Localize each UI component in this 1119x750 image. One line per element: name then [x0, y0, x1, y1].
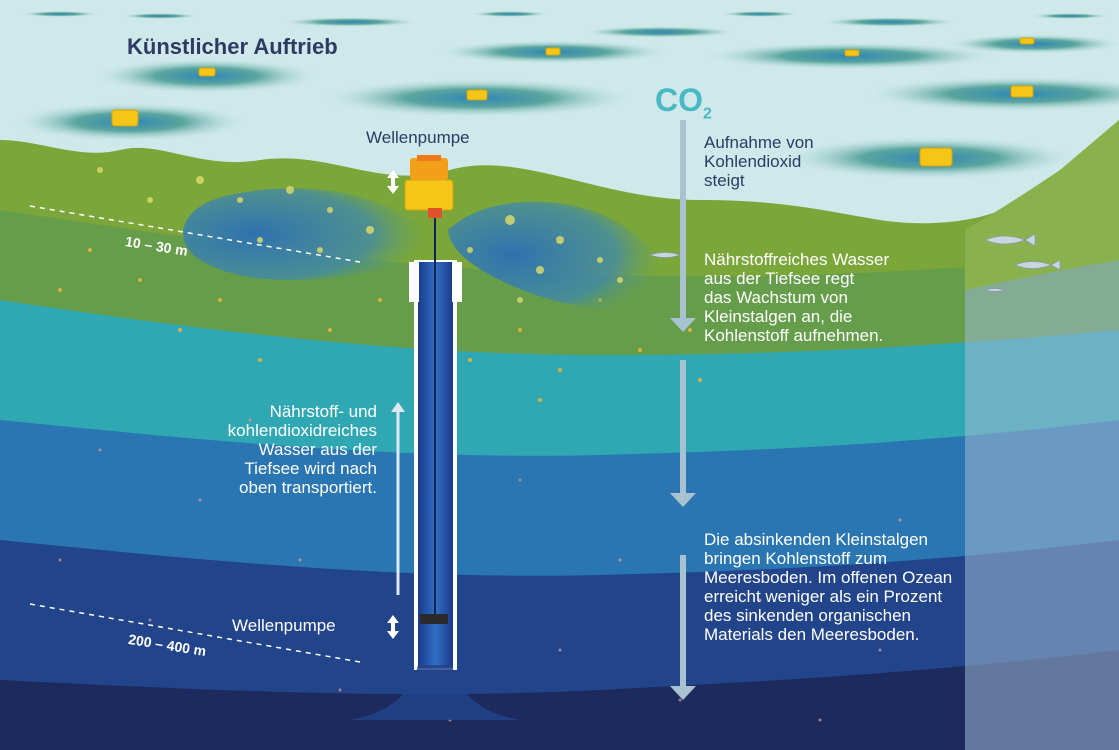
down-arrow-icon — [670, 120, 696, 700]
uptake-line: steigt — [704, 171, 745, 190]
transport-line: Tiefsee wird nach — [244, 459, 377, 478]
transport-line: Wasser aus der — [258, 440, 377, 459]
sinking-label: Die absinkenden Kleinstalgen bringen Koh… — [704, 530, 952, 644]
co2-main: CO — [655, 82, 703, 118]
co2-subscript: 2 — [703, 105, 712, 123]
nutrient-label: Nährstoffreiches Wasser aus der Tiefsee … — [704, 250, 889, 345]
nutrient-line: Kleinstalgen an, die — [704, 307, 853, 326]
transport-line: Nährstoff- und — [269, 402, 377, 421]
wave-pump-icon — [350, 155, 520, 720]
nutrient-line: Kohlenstoff aufnehmen. — [704, 326, 884, 345]
uptake-line: Kohlendioxid — [704, 152, 802, 171]
plankton-plume-right — [448, 201, 662, 309]
sinking-line: Die absinkenden Kleinstalgen — [704, 530, 928, 549]
plankton-icon — [97, 167, 623, 303]
diagram-title: Künstlicher Auftrieb — [127, 34, 338, 59]
double-arrow-icon — [387, 170, 399, 639]
buoy-icon — [111, 37, 1035, 167]
co2-label: CO2 — [655, 82, 712, 123]
particles-deep — [58, 418, 902, 722]
cutaway-top — [965, 120, 1119, 290]
sinking-line: Materials den Meeresboden. — [704, 625, 920, 644]
nutrient-line: aus der Tiefsee regt — [704, 269, 855, 288]
nutrient-line: Nährstoffreiches Wasser — [704, 250, 890, 269]
transport-line: oben transportiert. — [239, 478, 377, 497]
sinking-line: bringen Kohlenstoff zum — [704, 549, 888, 568]
plankton-plume-left — [183, 188, 425, 280]
pump-top-label: Wellenpumpe — [366, 128, 470, 147]
uptake-line: Aufnahme von — [704, 133, 814, 152]
nutrient-line: das Wachstum von — [704, 288, 848, 307]
transport-line: kohlendioxidreiches — [227, 421, 377, 440]
sinking-line: erreicht weniger als ein Prozent — [704, 587, 943, 606]
pump-bottom-label: Wellenpumpe — [232, 616, 336, 635]
sinking-line: Meeresboden. Im offenen Ozean — [704, 568, 953, 587]
up-arrow-icon — [391, 402, 405, 595]
sinking-line: des sinkenden organischen — [704, 606, 911, 625]
transport-label: Nährstoff- und kohlendioxidreiches Wasse… — [172, 402, 377, 497]
uptake-label: Aufnahme von Kohlendioxid steigt — [704, 133, 814, 190]
fish-icon — [648, 233, 1061, 292]
